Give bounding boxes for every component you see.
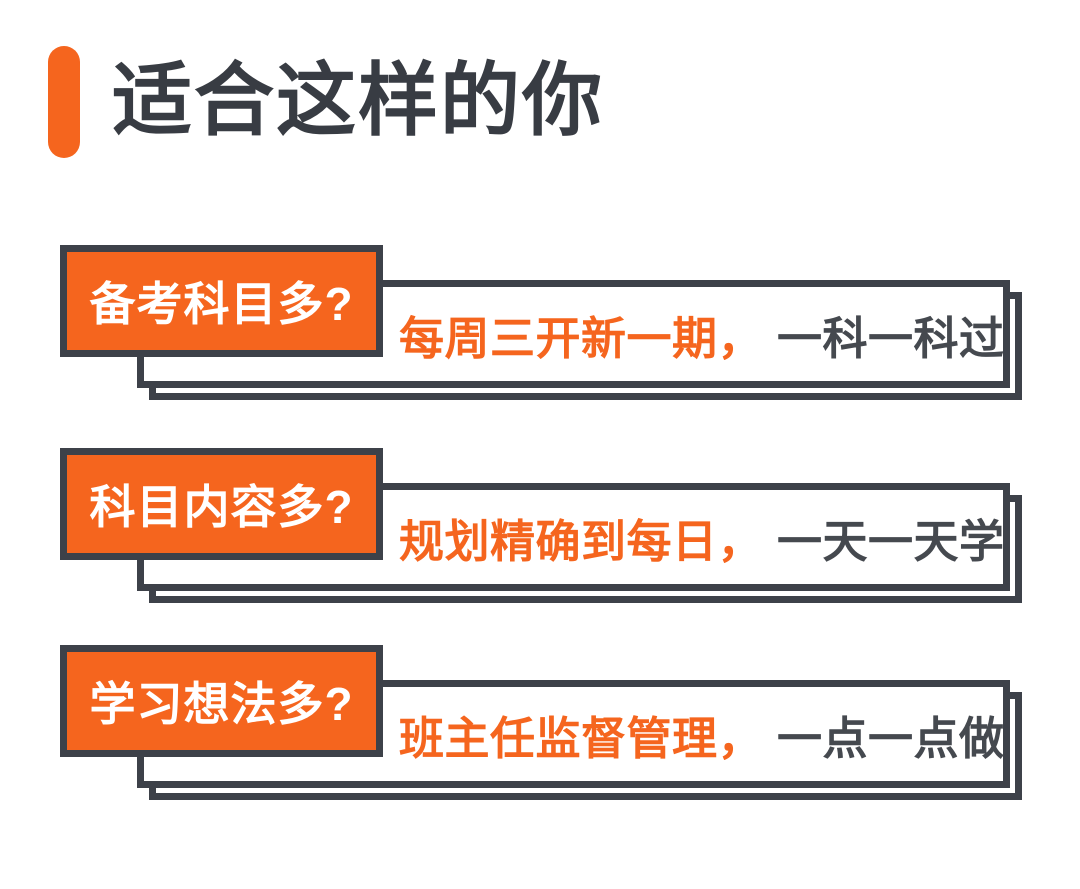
feature-row-2: 规划精确到每日， 一天一天学 科目内容多?	[0, 448, 1080, 660]
question-label-text: 科目内容多?	[89, 481, 354, 533]
content-highlight-text: 班主任监督管理，	[399, 712, 764, 764]
feature-row-3: 班主任监督管理， 一点一点做 学习想法多?	[0, 645, 1080, 857]
content-rest-text: 一天一天学	[777, 515, 1005, 567]
question-label-box: 科目内容多?	[60, 448, 383, 560]
content-highlight-text: 每周三开新一期，	[399, 312, 764, 364]
content-text: 每周三开新一期， 一科一科过	[399, 280, 1005, 388]
page-title: 适合这样的你	[112, 56, 604, 145]
content-rest-text: 一点一点做	[777, 712, 1005, 764]
content-highlight-text: 规划精确到每日，	[399, 515, 764, 567]
content-rest-text: 一科一科过	[777, 312, 1005, 364]
question-label-box: 学习想法多?	[60, 645, 383, 757]
feature-row-1: 每周三开新一期， 一科一科过 备考科目多?	[0, 245, 1080, 457]
question-label-text: 学习想法多?	[89, 678, 354, 730]
content-text: 规划精确到每日， 一天一天学	[399, 483, 1005, 591]
title-accent-bar	[48, 46, 80, 158]
content-text: 班主任监督管理， 一点一点做	[399, 680, 1005, 788]
question-label-text: 备考科目多?	[89, 278, 354, 330]
question-label-box: 备考科目多?	[60, 245, 383, 357]
